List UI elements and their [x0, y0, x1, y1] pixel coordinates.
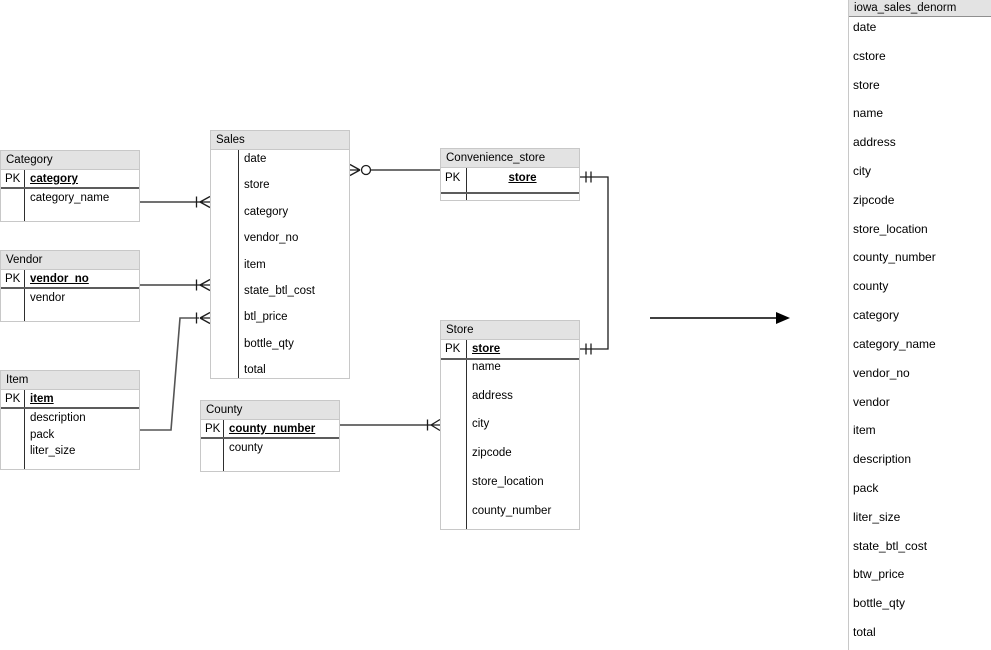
denorm-field-name: name — [853, 106, 884, 120]
field-bottle_qty: bottle_qty — [244, 338, 294, 350]
pk-field-store: store — [472, 343, 501, 355]
rel-sales-convenience-store — [349, 163, 440, 177]
entity-title: County — [201, 401, 339, 420]
pk-row-divider — [1, 187, 139, 189]
pk-row-divider — [441, 358, 579, 360]
rel-vendor-sales — [140, 278, 211, 292]
field-btl_price: btl_price — [244, 311, 288, 323]
denorm-field-category: category — [853, 308, 900, 322]
field-state_btl_cost: state_btl_cost — [244, 285, 315, 297]
pk-column-separator — [24, 390, 25, 469]
entity-title: Store — [441, 321, 579, 340]
rel-county-store — [340, 418, 441, 432]
pk-field-county_number: county_number — [229, 423, 316, 435]
pk-column-separator — [24, 270, 25, 321]
pk-row-divider — [441, 192, 579, 194]
pk-label: PK — [445, 343, 461, 355]
denorm-field-category_name: category_name — [853, 337, 936, 351]
field-category: category — [244, 206, 289, 218]
field-item: item — [244, 259, 266, 271]
entity-title: Category — [1, 151, 139, 170]
denorm-field-total: total — [853, 625, 876, 639]
pk-field-store: store — [508, 172, 537, 184]
denorm-field-address: address — [853, 135, 896, 149]
denorm-field-county: county — [853, 279, 889, 293]
pk-label: PK — [5, 173, 21, 185]
field-category_name: category_name — [30, 192, 110, 204]
field-city: city — [472, 418, 490, 430]
entity-title: Vendor — [1, 251, 139, 270]
pk-row-divider — [201, 437, 339, 439]
field-address: address — [472, 390, 513, 402]
pk-label: PK — [5, 273, 21, 285]
denorm-field-vendor_no: vendor_no — [853, 366, 910, 380]
field-pack: pack — [30, 429, 55, 441]
field-store_location: store_location — [472, 476, 544, 488]
rel-category-sales — [140, 195, 211, 209]
rel-item-sales-crowfoot — [195, 311, 211, 325]
denorm-field-store: store — [853, 78, 880, 92]
entity-title: Convenience_store — [441, 149, 579, 168]
rel-item-sales — [140, 317, 199, 431]
pk-field-category: category — [30, 173, 78, 185]
denorm-field-vendor: vendor — [853, 395, 890, 409]
field-liter_size: liter_size — [30, 445, 76, 457]
denorm-field-zipcode: zipcode — [853, 193, 895, 207]
field-vendor_no: vendor_no — [244, 232, 299, 244]
denorm-field-liter_size: liter_size — [853, 510, 901, 524]
denorm-field-pack: pack — [853, 481, 879, 495]
field-name: name — [472, 361, 501, 373]
field-zipcode: zipcode — [472, 447, 512, 459]
denorm-field-city: city — [853, 164, 871, 178]
denorm-field-item: item — [853, 423, 876, 437]
field-description: description — [30, 412, 86, 424]
entity-title: Item — [1, 371, 139, 390]
entity-title: Sales — [211, 131, 349, 150]
pk-column-separator — [223, 420, 224, 471]
pk-row-divider — [1, 287, 139, 289]
field-county: county — [229, 442, 263, 454]
denorm-field-store_location: store_location — [853, 222, 928, 236]
pk-label: PK — [205, 423, 221, 435]
denorm-table-title: iowa_sales_denorm — [849, 0, 991, 17]
denorm-field-state_btl_cost: state_btl_cost — [853, 539, 928, 553]
field-total: total — [244, 364, 266, 376]
field-county_number: county_number — [472, 505, 552, 517]
field-store: store — [244, 179, 270, 191]
denorm-field-description: description — [853, 452, 912, 466]
denorm-field-btw_price: btw_price — [853, 567, 905, 581]
denorm-field-county_number: county_number — [853, 250, 936, 264]
pk-label: PK — [445, 172, 461, 184]
pk-column-separator — [238, 150, 239, 378]
denorm-field-date: date — [853, 20, 877, 34]
denorm-field-bottle_qty: bottle_qty — [853, 596, 906, 610]
pk-column-separator — [466, 168, 467, 200]
pk-field-item: item — [30, 393, 54, 405]
field-date: date — [244, 153, 267, 165]
denorm-field-cstore: cstore — [853, 49, 886, 63]
pk-row-divider — [1, 407, 139, 409]
rel-convenience-store-store — [580, 171, 609, 355]
pk-field-vendor_no: vendor_no — [30, 273, 89, 285]
pk-label: PK — [5, 393, 21, 405]
pk-column-separator — [466, 340, 467, 529]
denormalize-arrow — [650, 312, 790, 324]
pk-column-separator — [24, 170, 25, 221]
field-vendor: vendor — [30, 292, 66, 304]
